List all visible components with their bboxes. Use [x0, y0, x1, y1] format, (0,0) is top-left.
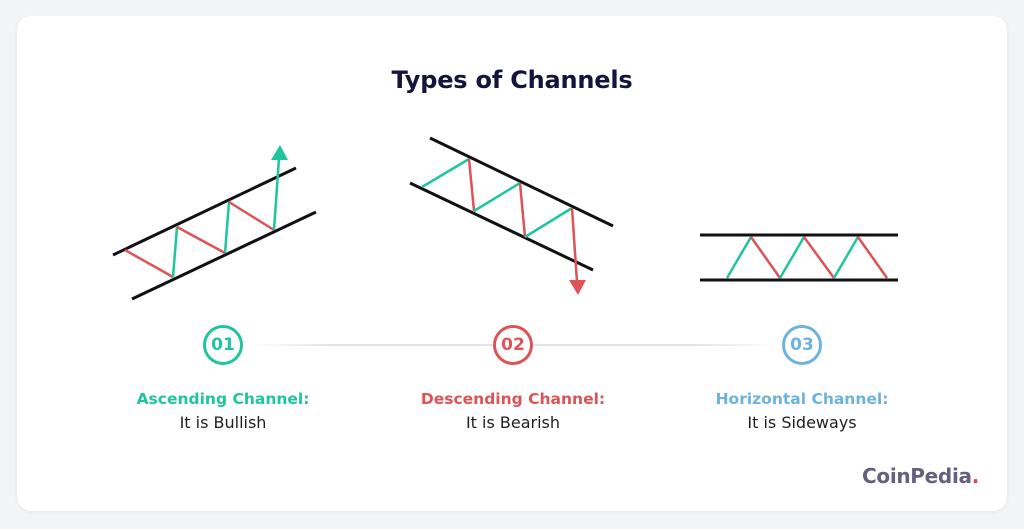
price-zigzag-green: [421, 157, 470, 189]
price-zigzag-green: [832, 236, 860, 279]
upper-boundary-line: [112, 166, 297, 257]
price-zigzag-red: [228, 200, 275, 232]
channel-description: It is Bearish: [465, 413, 561, 432]
price-zigzag-red: [176, 225, 226, 255]
price-zigzag-green: [778, 236, 806, 279]
channel-heading: Descending Channel:: [420, 390, 606, 408]
descending-channel-diagram: [409, 136, 614, 295]
ascending-channel-label: Ascending Channel: It is Bullish: [103, 390, 343, 432]
price-zigzag-red: [467, 158, 476, 212]
coinpedia-logo: CoinPedia.: [862, 464, 979, 488]
lower-boundary-line: [131, 210, 317, 301]
channel-heading: Ascending Channel:: [136, 390, 310, 408]
price-zigzag-red: [124, 248, 174, 279]
channel-description: It is Sideways: [747, 413, 857, 432]
page-title: Types of Channels: [391, 66, 633, 94]
brand-dot: .: [971, 464, 980, 488]
price-zigzag-green: [223, 201, 231, 254]
brand-name: CoinPedia: [862, 464, 972, 488]
channel-heading: Horizontal Channel:: [715, 390, 889, 408]
down-arrow-icon: [569, 280, 586, 295]
ascending-channel-diagram: [112, 145, 317, 301]
price-zigzag-red: [518, 182, 527, 238]
price-zigzag-green: [473, 181, 521, 213]
price-zigzag-red: [856, 236, 889, 279]
upper-boundary-line: [429, 136, 614, 228]
price-zigzag-red: [802, 236, 836, 279]
breakout-line-green: [272, 157, 281, 231]
horizontal-channel-diagram: [700, 233, 898, 282]
step-badge-01: 01: [203, 325, 243, 365]
horizontal-channel-label: Horizontal Channel: It is Sideways: [682, 390, 922, 432]
price-zigzag-green: [725, 236, 753, 279]
lower-boundary-line: [409, 181, 594, 272]
price-zigzag-red: [749, 236, 782, 279]
channel-description: It is Bullish: [179, 413, 267, 432]
descending-channel-label: Descending Channel: It is Bearish: [393, 390, 633, 432]
step-badge-03: 03: [782, 325, 822, 365]
price-zigzag-green: [524, 206, 573, 239]
breakdown-line-red: [570, 207, 579, 283]
step-badge-02: 02: [493, 325, 533, 365]
up-arrow-icon: [271, 145, 288, 160]
price-zigzag-green: [171, 226, 179, 278]
